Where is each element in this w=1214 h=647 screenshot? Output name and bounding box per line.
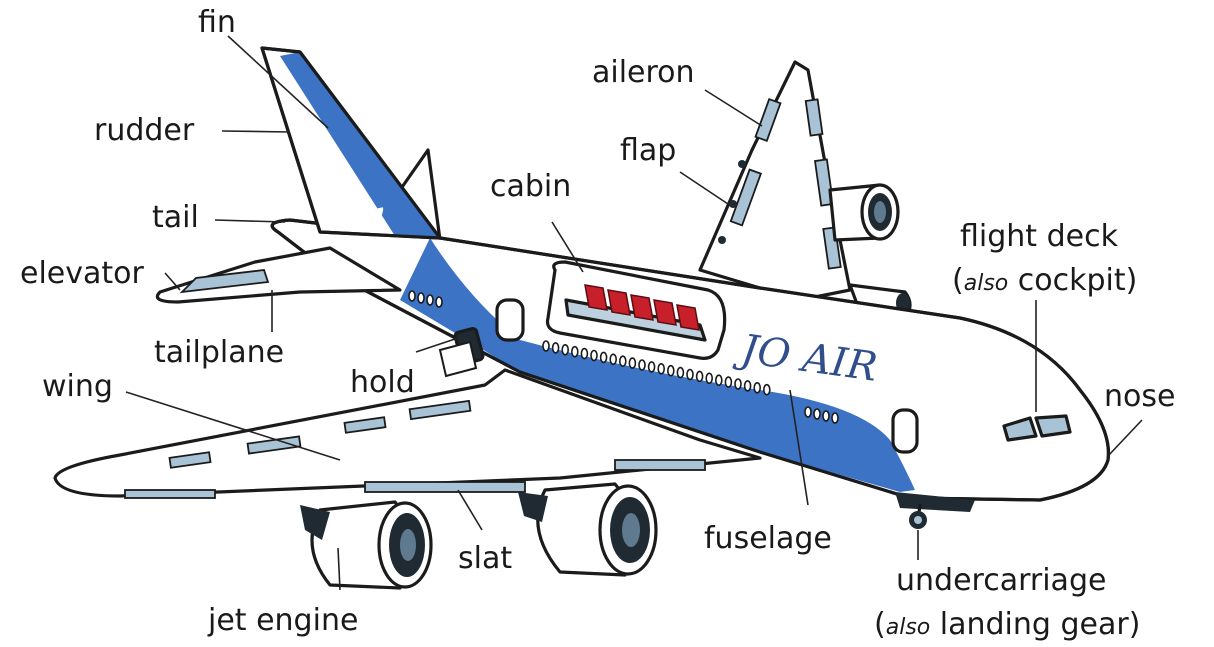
window	[581, 349, 587, 359]
window	[805, 407, 811, 417]
far-engine-upper	[830, 185, 898, 240]
label-fuselage: fuselage	[704, 521, 832, 556]
window	[745, 381, 751, 391]
label-jet-engine: jet engine	[207, 603, 358, 638]
window	[814, 409, 820, 419]
window	[572, 347, 578, 357]
window	[706, 373, 712, 383]
window	[754, 383, 760, 393]
far-wing	[700, 62, 850, 300]
window	[543, 341, 549, 351]
label-flight-deck: flight deck	[960, 219, 1119, 254]
also-term-cockpit: cockpit	[1018, 263, 1126, 298]
label-tail: tail	[152, 200, 199, 235]
label-wing: wing	[42, 369, 113, 404]
window	[649, 362, 655, 372]
window	[553, 343, 559, 353]
also-word-2: also	[886, 615, 931, 640]
label-tailplane: tailplane	[154, 335, 284, 370]
window	[629, 358, 635, 368]
jet-engine-outer	[300, 502, 431, 588]
also-term-landing-gear: landing gear	[940, 607, 1130, 642]
window	[639, 360, 645, 370]
label-undercarriage-also: (also landing gear)	[874, 607, 1140, 642]
window	[725, 377, 731, 387]
window	[668, 366, 674, 376]
label-hold: hold	[350, 365, 415, 400]
label-flight-deck-also: (also cockpit)	[952, 263, 1137, 298]
window	[832, 413, 838, 423]
window	[687, 370, 693, 380]
window	[418, 293, 424, 303]
cabin-seat	[654, 300, 676, 325]
also-word-1: also	[964, 271, 1009, 296]
window	[620, 356, 626, 366]
label-undercarriage: undercarriage	[896, 563, 1106, 598]
window	[562, 345, 568, 355]
fin: EC7	[262, 48, 440, 238]
window	[764, 385, 770, 395]
cabin-seat	[631, 295, 653, 320]
label-fin: fin	[198, 5, 236, 40]
label-nose: nose	[1104, 379, 1175, 414]
window	[591, 351, 597, 361]
window	[436, 297, 442, 307]
cabin-seat	[608, 290, 630, 315]
cabin-seat	[585, 285, 607, 310]
cabin-seat	[677, 305, 699, 330]
window	[677, 368, 683, 378]
label-aileron: aileron	[592, 55, 695, 90]
front-door	[893, 410, 917, 452]
jet-engine-inner	[518, 484, 656, 575]
window	[823, 411, 829, 421]
window	[610, 354, 616, 364]
window	[735, 379, 741, 389]
window	[601, 352, 607, 362]
window	[697, 371, 703, 381]
label-rudder: rudder	[94, 113, 195, 148]
window	[409, 291, 415, 301]
label-flap: flap	[620, 133, 676, 168]
label-cabin: cabin	[490, 169, 571, 204]
label-elevator: elevator	[20, 256, 145, 291]
rear-door	[497, 300, 523, 340]
window	[427, 295, 433, 305]
label-slat: slat	[458, 541, 512, 576]
window	[658, 364, 664, 374]
window	[716, 375, 722, 385]
